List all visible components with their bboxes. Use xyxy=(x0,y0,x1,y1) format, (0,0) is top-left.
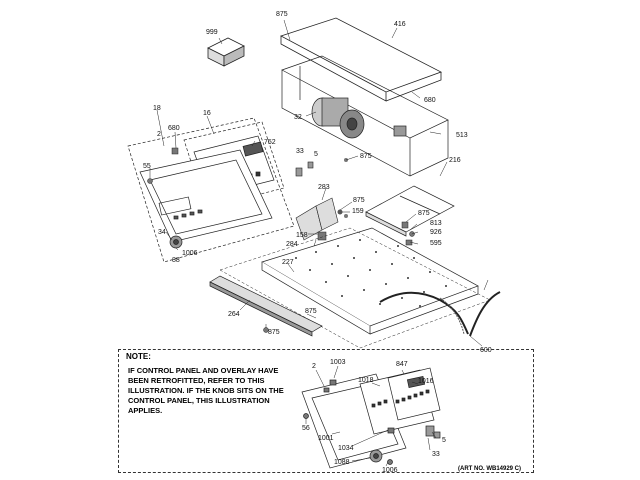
label-216: 216 xyxy=(449,157,461,164)
inset-label-1018: 1018 xyxy=(358,377,374,384)
shelf-216-part xyxy=(365,185,455,237)
inset-control-panel xyxy=(301,367,441,469)
label-34: 34 xyxy=(158,229,166,236)
label-875-mid: 875 xyxy=(360,153,372,160)
label-55: 55 xyxy=(143,163,151,170)
inset-label-1006: 1006 xyxy=(382,467,398,474)
label-283: 283 xyxy=(318,184,330,191)
note-line: IF CONTROL PANEL AND OVERLAY HAVE xyxy=(128,366,279,375)
label-513: 513 xyxy=(456,132,468,139)
label-875-top: 875 xyxy=(276,11,288,18)
inset-label-1003: 1003 xyxy=(330,359,346,366)
knob-34 xyxy=(169,235,183,249)
label-875-bracket: 875 xyxy=(353,197,365,204)
inset-label-1001: 1001 xyxy=(318,435,334,442)
label-595: 595 xyxy=(430,240,442,247)
label-416: 416 xyxy=(394,21,406,28)
clip-680-panel xyxy=(171,147,179,155)
screw-875-top xyxy=(344,214,348,218)
label-227: 227 xyxy=(282,259,294,266)
label-752: 752 xyxy=(264,139,276,146)
label-18: 18 xyxy=(153,105,161,112)
trim-strip-264 xyxy=(209,275,323,337)
label-875-bottom: 875 xyxy=(268,329,280,336)
inset-label-1034: 1034 xyxy=(338,445,354,452)
control-panel-face xyxy=(139,149,273,243)
label-158: 158 xyxy=(296,232,308,239)
label-875-base: 875 xyxy=(305,308,317,315)
control-panel-group xyxy=(127,117,295,263)
art-number: (ART NO. WB14929 C) xyxy=(458,466,522,472)
label-875-right: 875 xyxy=(418,210,430,217)
part-number-labels: 875 416 999 680 32 513 18 16 2 680 752 5… xyxy=(143,11,492,354)
cooling-fan-assembly xyxy=(311,97,407,139)
label-159: 159 xyxy=(352,208,364,215)
label-264: 264 xyxy=(228,311,240,318)
label-680-top: 680 xyxy=(424,97,436,104)
label-1006: 1006 xyxy=(182,250,198,257)
top-cover-part xyxy=(279,17,442,102)
clip-55 xyxy=(147,178,153,184)
chassis-frame xyxy=(281,55,449,177)
label-680-panel: 680 xyxy=(168,125,180,132)
inset-labels: 2 1003 847 1018 1016 56 1001 5 33 1034 1… xyxy=(302,359,446,474)
label-600: 600 xyxy=(480,347,492,354)
note-line: ILLUSTRATION. IF THE KNOB SITS ON THE xyxy=(128,386,284,395)
inset-label-847: 847 xyxy=(396,361,408,368)
part-999-box xyxy=(207,37,245,67)
cord-sheath xyxy=(439,297,465,335)
label-813: 813 xyxy=(430,220,442,227)
inset-leader-lines xyxy=(305,365,437,467)
label-2: 2 xyxy=(157,131,161,138)
note-line: APPLIES. xyxy=(128,406,163,415)
label-32: 32 xyxy=(294,114,302,121)
leader-lines xyxy=(149,19,489,347)
inset-label-1088: 1088 xyxy=(334,459,350,466)
label-5: 5 xyxy=(314,151,318,158)
part-159 xyxy=(337,209,343,215)
note-box xyxy=(118,349,534,473)
note-line: CONTROL PANEL, THIS ILLUSTRATION xyxy=(128,396,270,405)
switch-33-5 xyxy=(295,161,314,177)
inset-label-5: 5 xyxy=(442,437,446,444)
power-cord-600 xyxy=(379,291,501,337)
inset-label-2: 2 xyxy=(312,363,316,370)
inset-label-33: 33 xyxy=(432,451,440,458)
bracket-283 xyxy=(295,197,339,241)
label-33: 33 xyxy=(296,148,304,155)
note-text: IF CONTROL PANEL AND OVERLAY HAVE BEEN R… xyxy=(128,366,318,416)
note-line: BEEN RETROFITTED, REFER TO THIS xyxy=(128,376,265,385)
base-holes xyxy=(295,239,447,307)
label-926: 926 xyxy=(430,229,442,236)
label-284: 284 xyxy=(286,241,298,248)
label-999: 999 xyxy=(206,29,218,36)
label-88: 88 xyxy=(172,257,180,264)
label-16: 16 xyxy=(203,110,211,117)
inset-label-56: 56 xyxy=(302,425,310,432)
note-title: NOTE: xyxy=(124,352,153,361)
inset-label-1016: 1016 xyxy=(418,378,434,385)
